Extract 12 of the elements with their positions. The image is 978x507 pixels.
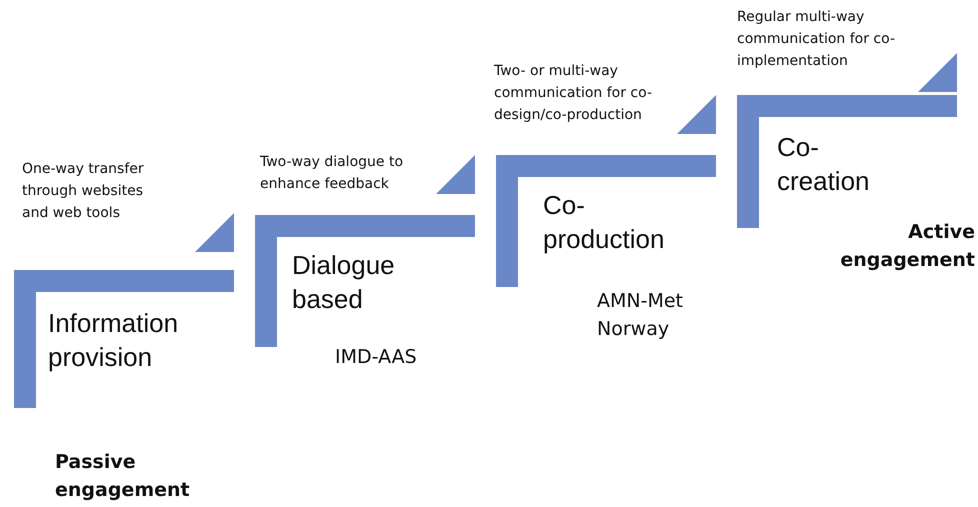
step-description: One-way transfer through websites and web tools (22, 160, 145, 223)
step-description: Regular multi-way communication for co-implementation (737, 8, 896, 71)
example-label: IMD-AAS (335, 345, 418, 370)
step-description: Two-way dialogue to enhance feedback (260, 153, 404, 194)
step-title: Information provision (48, 307, 180, 374)
example-label: AMN-Met Norway (597, 289, 684, 342)
step-title: Co-creation (777, 131, 870, 198)
engagement-label: Active engagement (839, 220, 975, 273)
step-description: Two- or multi-way communication for co-design/co-production (494, 62, 653, 125)
step-title: Co-production (543, 189, 666, 256)
engagement-label: Passive engagement (55, 450, 191, 503)
step-title: Dialogue based (292, 249, 396, 316)
